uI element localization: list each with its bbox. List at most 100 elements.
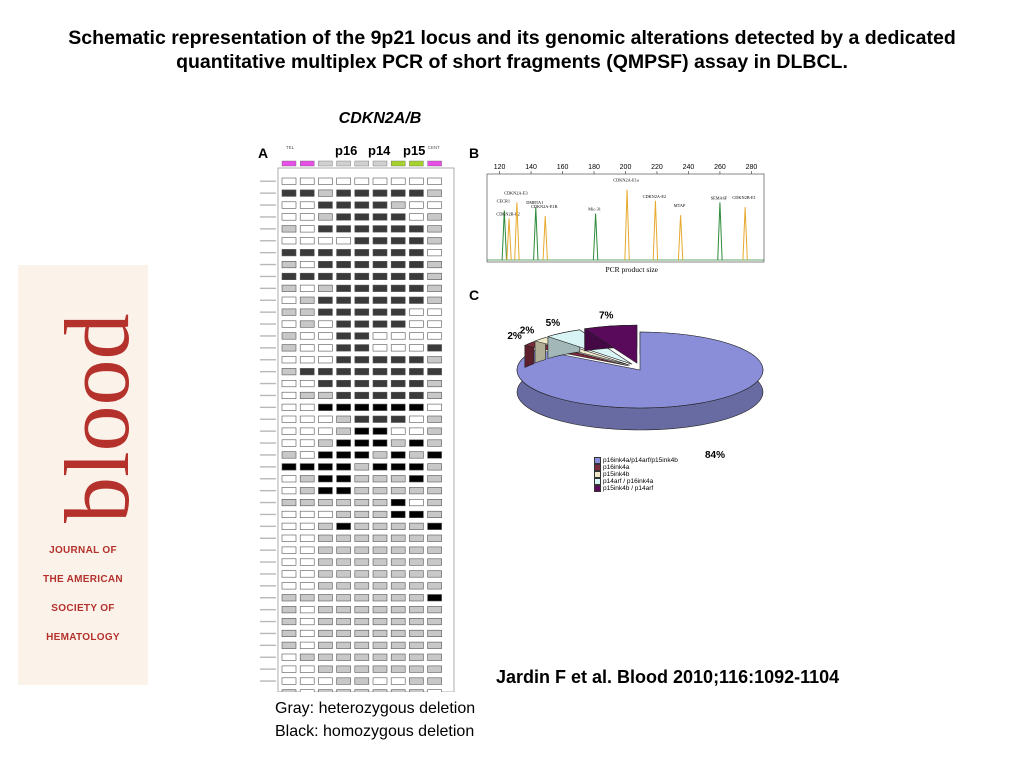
grid-cell xyxy=(427,189,442,197)
grid-cell xyxy=(409,296,424,304)
grid-cell xyxy=(299,427,315,435)
grid-cell xyxy=(354,249,370,257)
peak-label: CDKN2B-E1 xyxy=(732,195,755,200)
grid-cell xyxy=(336,332,351,340)
grid-cell xyxy=(354,582,370,590)
grid-cell xyxy=(390,498,406,507)
marker-header-6 xyxy=(390,160,406,167)
grid-cell xyxy=(336,201,351,209)
marker-header-7 xyxy=(409,160,424,167)
grid-cell xyxy=(372,439,388,447)
grid-cell xyxy=(409,201,424,209)
grid-cell xyxy=(354,498,370,507)
grid-cell xyxy=(318,558,333,566)
grid-cell xyxy=(390,320,406,328)
peak xyxy=(742,207,748,261)
grid-cell xyxy=(390,510,406,519)
legend-item: p15ink4b / p14arf xyxy=(594,485,794,492)
grid-cell xyxy=(409,368,424,376)
peak-label: DMRTA1 xyxy=(526,200,543,205)
grid-cell xyxy=(372,189,388,197)
grid-cell xyxy=(336,380,351,388)
grid-cell xyxy=(427,451,442,459)
logo-line-2: THE AMERICAN xyxy=(43,574,123,585)
grid-cell xyxy=(299,570,315,578)
grid-cell xyxy=(390,665,406,673)
grid-cell xyxy=(336,439,351,447)
x-tick-label: 160 xyxy=(557,164,569,171)
grid-cell xyxy=(354,237,370,245)
grid-cell xyxy=(299,665,315,673)
grid-cell xyxy=(409,475,424,483)
grid-cell xyxy=(372,487,388,495)
grid-cell xyxy=(336,475,351,483)
grid-cell xyxy=(354,391,370,399)
grid-cell xyxy=(336,237,351,245)
grid-cell xyxy=(390,534,406,542)
grid-cell xyxy=(318,570,333,578)
grid-cell xyxy=(318,284,333,292)
header-cent-label: CENT xyxy=(428,145,441,150)
grid-cell xyxy=(318,606,333,614)
grid-cell xyxy=(427,201,442,209)
grid-cell xyxy=(372,177,388,185)
grid-cell xyxy=(281,427,297,435)
grid-cell xyxy=(409,249,424,257)
grid-cell xyxy=(390,546,406,554)
grid-cell xyxy=(372,475,388,483)
grid-cell xyxy=(354,570,370,578)
grid-cell xyxy=(390,427,406,435)
grid-cell xyxy=(299,617,315,626)
grid-cell xyxy=(318,463,333,471)
grid-cell xyxy=(281,177,297,185)
grid-cell xyxy=(336,284,351,292)
grid-cell xyxy=(427,368,442,376)
grid-cell xyxy=(390,629,406,638)
grid-cell xyxy=(318,391,333,399)
grid-cell xyxy=(281,403,297,411)
grid-cell xyxy=(390,415,406,423)
grid-cell xyxy=(281,641,297,649)
grid-cell xyxy=(299,689,315,692)
grid-cell xyxy=(354,308,370,316)
grid-cell xyxy=(336,272,351,280)
grid-cell xyxy=(372,606,388,614)
grid-cell xyxy=(427,308,442,316)
grid-cell xyxy=(354,558,370,566)
grid-cell xyxy=(336,261,351,269)
grid-cell xyxy=(390,558,406,566)
grid-cell xyxy=(336,641,351,649)
grid-cell xyxy=(336,498,351,507)
grid-cell xyxy=(372,320,388,328)
grid-cell xyxy=(427,534,442,542)
grid-cell xyxy=(281,653,297,661)
grid-cell xyxy=(390,272,406,280)
citation: Jardin F et al. Blood 2010;116:1092-1104 xyxy=(496,667,840,687)
grid-cell xyxy=(354,665,370,673)
grid-cell xyxy=(281,391,297,399)
grid-cell xyxy=(318,534,333,542)
grid-cell xyxy=(354,213,370,221)
gene-region-label: CDKN2A/B xyxy=(338,110,422,127)
grid-cell xyxy=(372,201,388,209)
grid-cell xyxy=(409,439,424,447)
peak-label: SEMA6F xyxy=(711,195,728,200)
grid-cell xyxy=(409,617,424,626)
grid-cell xyxy=(372,498,388,507)
grid-cell xyxy=(354,368,370,376)
grid-cell xyxy=(372,368,388,376)
grid-cell xyxy=(299,213,315,221)
grid-cell xyxy=(318,641,333,649)
grid-cell xyxy=(318,487,333,495)
grid-cell xyxy=(372,356,388,364)
grid-cell xyxy=(372,249,388,257)
panel-c-pie-chart: 84%2%2%5%7% xyxy=(470,285,780,485)
grid-cell xyxy=(318,380,333,388)
grid-cell xyxy=(299,344,315,352)
grid-cell xyxy=(427,641,442,649)
grid-cell xyxy=(409,546,424,554)
grid-cell xyxy=(409,344,424,352)
journal-logo: blood JOURNAL OF THE AMERICAN SOCIETY OF… xyxy=(18,265,148,685)
